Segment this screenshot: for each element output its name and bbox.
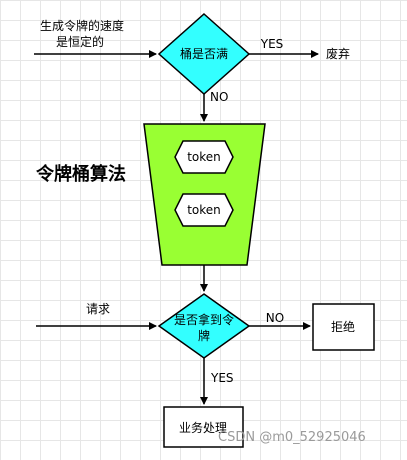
request-label: 请求 <box>86 302 110 316</box>
decision-get-token-line1: 是否拿到令 <box>174 312 234 327</box>
rate-note-line2: 是恒定的 <box>56 34 104 49</box>
rate-note-line1: 生成令牌的速度 <box>40 18 124 33</box>
csdn-watermark: CSDN @m0_52925046 <box>218 430 366 445</box>
label-yes-top: YES <box>260 37 284 51</box>
decision-get-token-line2: 牌 <box>198 329 210 343</box>
outcome-reject: 拒绝 <box>331 319 355 334</box>
label-yes-bottom: YES <box>210 371 234 385</box>
outcome-process: 业务处理 <box>179 420 227 435</box>
token-label-1: token <box>187 150 221 164</box>
decision-bucket-full-label: 桶是否满 <box>180 46 228 61</box>
outcome-discard: 废弃 <box>326 46 350 61</box>
label-no-top: NO <box>210 90 228 104</box>
outcome-reject-box <box>312 303 375 351</box>
outcome-process-box <box>163 406 244 448</box>
token-shape-1 <box>174 140 234 174</box>
label-no-bottom: NO <box>266 311 284 325</box>
token-shape-2 <box>174 193 234 227</box>
token-label-2: token <box>187 203 221 217</box>
bucket-title: 令牌桶算法 <box>35 163 126 185</box>
